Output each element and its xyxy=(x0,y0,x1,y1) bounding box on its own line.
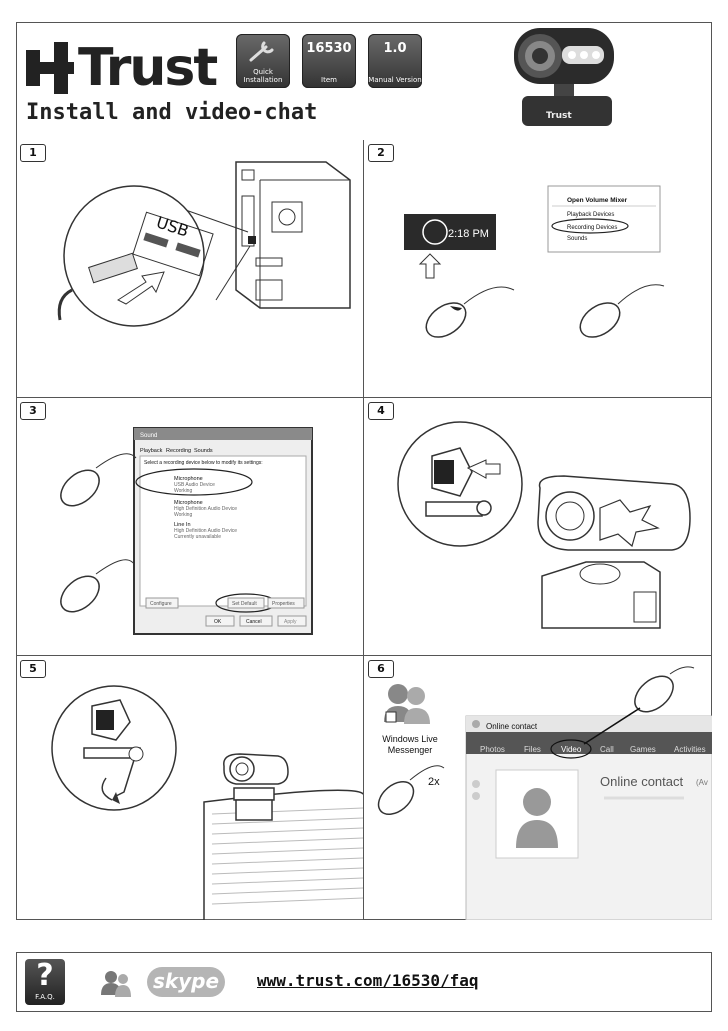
footer: ? F.A.Q. skype www.trust.com/16530/faq xyxy=(16,952,712,1012)
properties-button[interactable]: Properties xyxy=(272,601,295,607)
menu-call[interactable]: Call xyxy=(600,745,614,754)
video-call-illustration xyxy=(377,666,712,920)
set-default-button[interactable]: Set Default xyxy=(232,601,257,607)
badge-label: Item xyxy=(321,76,337,84)
step-3-panel: 3 Sound Playback Recording Sounds Select… xyxy=(16,398,364,656)
mouse-left-click-icon xyxy=(60,559,135,613)
version-badge: 1.0 Manual Version xyxy=(368,34,422,88)
badge-label: Quick Installation xyxy=(243,68,283,84)
faq-label: F.A.Q. xyxy=(35,993,55,1001)
contact-name: Online contact xyxy=(600,774,684,789)
menu-files[interactable]: Files xyxy=(524,745,541,754)
step-number: 6 xyxy=(368,660,394,678)
dialog-title: Sound xyxy=(140,433,157,439)
webcam-brand: Trust xyxy=(546,111,572,121)
version-number: 1.0 xyxy=(383,41,407,56)
tab-sounds: Sounds xyxy=(194,448,213,454)
menu-playback-devices: Playback Devices xyxy=(567,212,614,218)
step-4-panel: 4 xyxy=(364,398,712,656)
menu-sounds: Sounds xyxy=(567,236,587,242)
usb-connect-illustration: USB xyxy=(57,161,351,327)
tray-time: 2:18 PM xyxy=(448,228,489,240)
page-frame xyxy=(16,22,712,920)
tab-recording: Recording xyxy=(166,448,191,454)
double-click-count: 2x xyxy=(428,776,440,788)
device-name: Line In xyxy=(174,522,191,528)
step-2-panel: 2 2:18 PM Open Volume Mixer Playback Dev… xyxy=(364,140,712,398)
menu-games[interactable]: Games xyxy=(630,745,656,754)
step-number: 1 xyxy=(20,144,46,162)
dialog-instruction: Select a recording device below to modif… xyxy=(144,460,263,466)
device-status: Working xyxy=(174,488,192,494)
step-number: 2 xyxy=(368,144,394,162)
configure-button[interactable]: Configure xyxy=(150,601,172,607)
header: Trust Quick Installation 16530 Item 1.0 … xyxy=(16,22,712,140)
step-number: 5 xyxy=(20,660,46,678)
device-status: Currently unavailable xyxy=(174,534,221,540)
step-number: 3 xyxy=(20,402,46,420)
messenger-icon xyxy=(384,684,430,724)
monitor-mount-illustration xyxy=(51,685,363,920)
menu-video[interactable]: Video xyxy=(561,745,582,754)
item-badge: 16530 Item xyxy=(302,34,356,88)
mouse-left-click-icon xyxy=(634,666,695,713)
lens-cap-illustration xyxy=(397,421,691,629)
mouse-right-click-icon xyxy=(60,453,137,507)
webcam-photo: Trust xyxy=(514,28,614,126)
brand-name: Trust xyxy=(78,38,218,98)
step-number: 4 xyxy=(368,402,394,420)
step-5-panel: 5 xyxy=(16,656,364,920)
mouse-double-click-icon xyxy=(377,765,445,816)
mouse-left-click-icon xyxy=(579,284,665,338)
contact-status: (Av xyxy=(696,778,708,787)
trust-logo: Trust xyxy=(26,36,218,100)
messenger-label-line-2: Messenger xyxy=(387,745,433,755)
cancel-button[interactable]: Cancel xyxy=(246,619,262,625)
device-desc: High Definition Audio Device xyxy=(174,528,237,534)
tab-playback: Playback xyxy=(140,448,163,454)
menu-photos[interactable]: Photos xyxy=(480,745,505,754)
device-desc: High Definition Audio Device xyxy=(174,506,237,512)
mouse-left-click-icon xyxy=(425,286,515,338)
step-1-panel: 1 USB xyxy=(16,140,364,398)
apply-button[interactable]: Apply xyxy=(284,619,297,625)
page-title: Install and video-chat xyxy=(26,100,318,125)
faq-icon: ? F.A.Q. xyxy=(25,959,65,1005)
window-title: Online contact xyxy=(486,722,538,731)
trust-logo-icon xyxy=(26,42,74,94)
device-desc: USB Audio Device xyxy=(174,482,215,488)
menu-recording-devices: Recording Devices xyxy=(567,225,617,231)
faq-link[interactable]: www.trust.com/16530/faq xyxy=(257,971,479,990)
sound-dialog-illustration: Sound Playback Recording Sounds Select a… xyxy=(60,427,313,635)
faq-glyph: ? xyxy=(36,958,54,993)
ok-button[interactable]: OK xyxy=(214,619,222,625)
messenger-people-icon xyxy=(101,971,131,997)
badge-label: Manual Version xyxy=(368,76,422,84)
messenger-label-line-1: Windows Live xyxy=(382,734,438,744)
menu-activities[interactable]: Activities xyxy=(674,745,706,754)
volume-tray-illustration: 2:18 PM Open Volume Mixer Playback Devic… xyxy=(404,185,665,338)
menu-open-volume-mixer: Open Volume Mixer xyxy=(567,197,628,204)
device-name: Microphone xyxy=(174,476,203,482)
quick-install-badge: Quick Installation xyxy=(236,34,290,88)
skype-logo: skype xyxy=(147,967,225,997)
wrench-icon xyxy=(249,41,274,62)
item-number: 16530 xyxy=(306,41,352,56)
device-status: Working xyxy=(174,512,192,518)
device-name: Microphone xyxy=(174,500,203,506)
